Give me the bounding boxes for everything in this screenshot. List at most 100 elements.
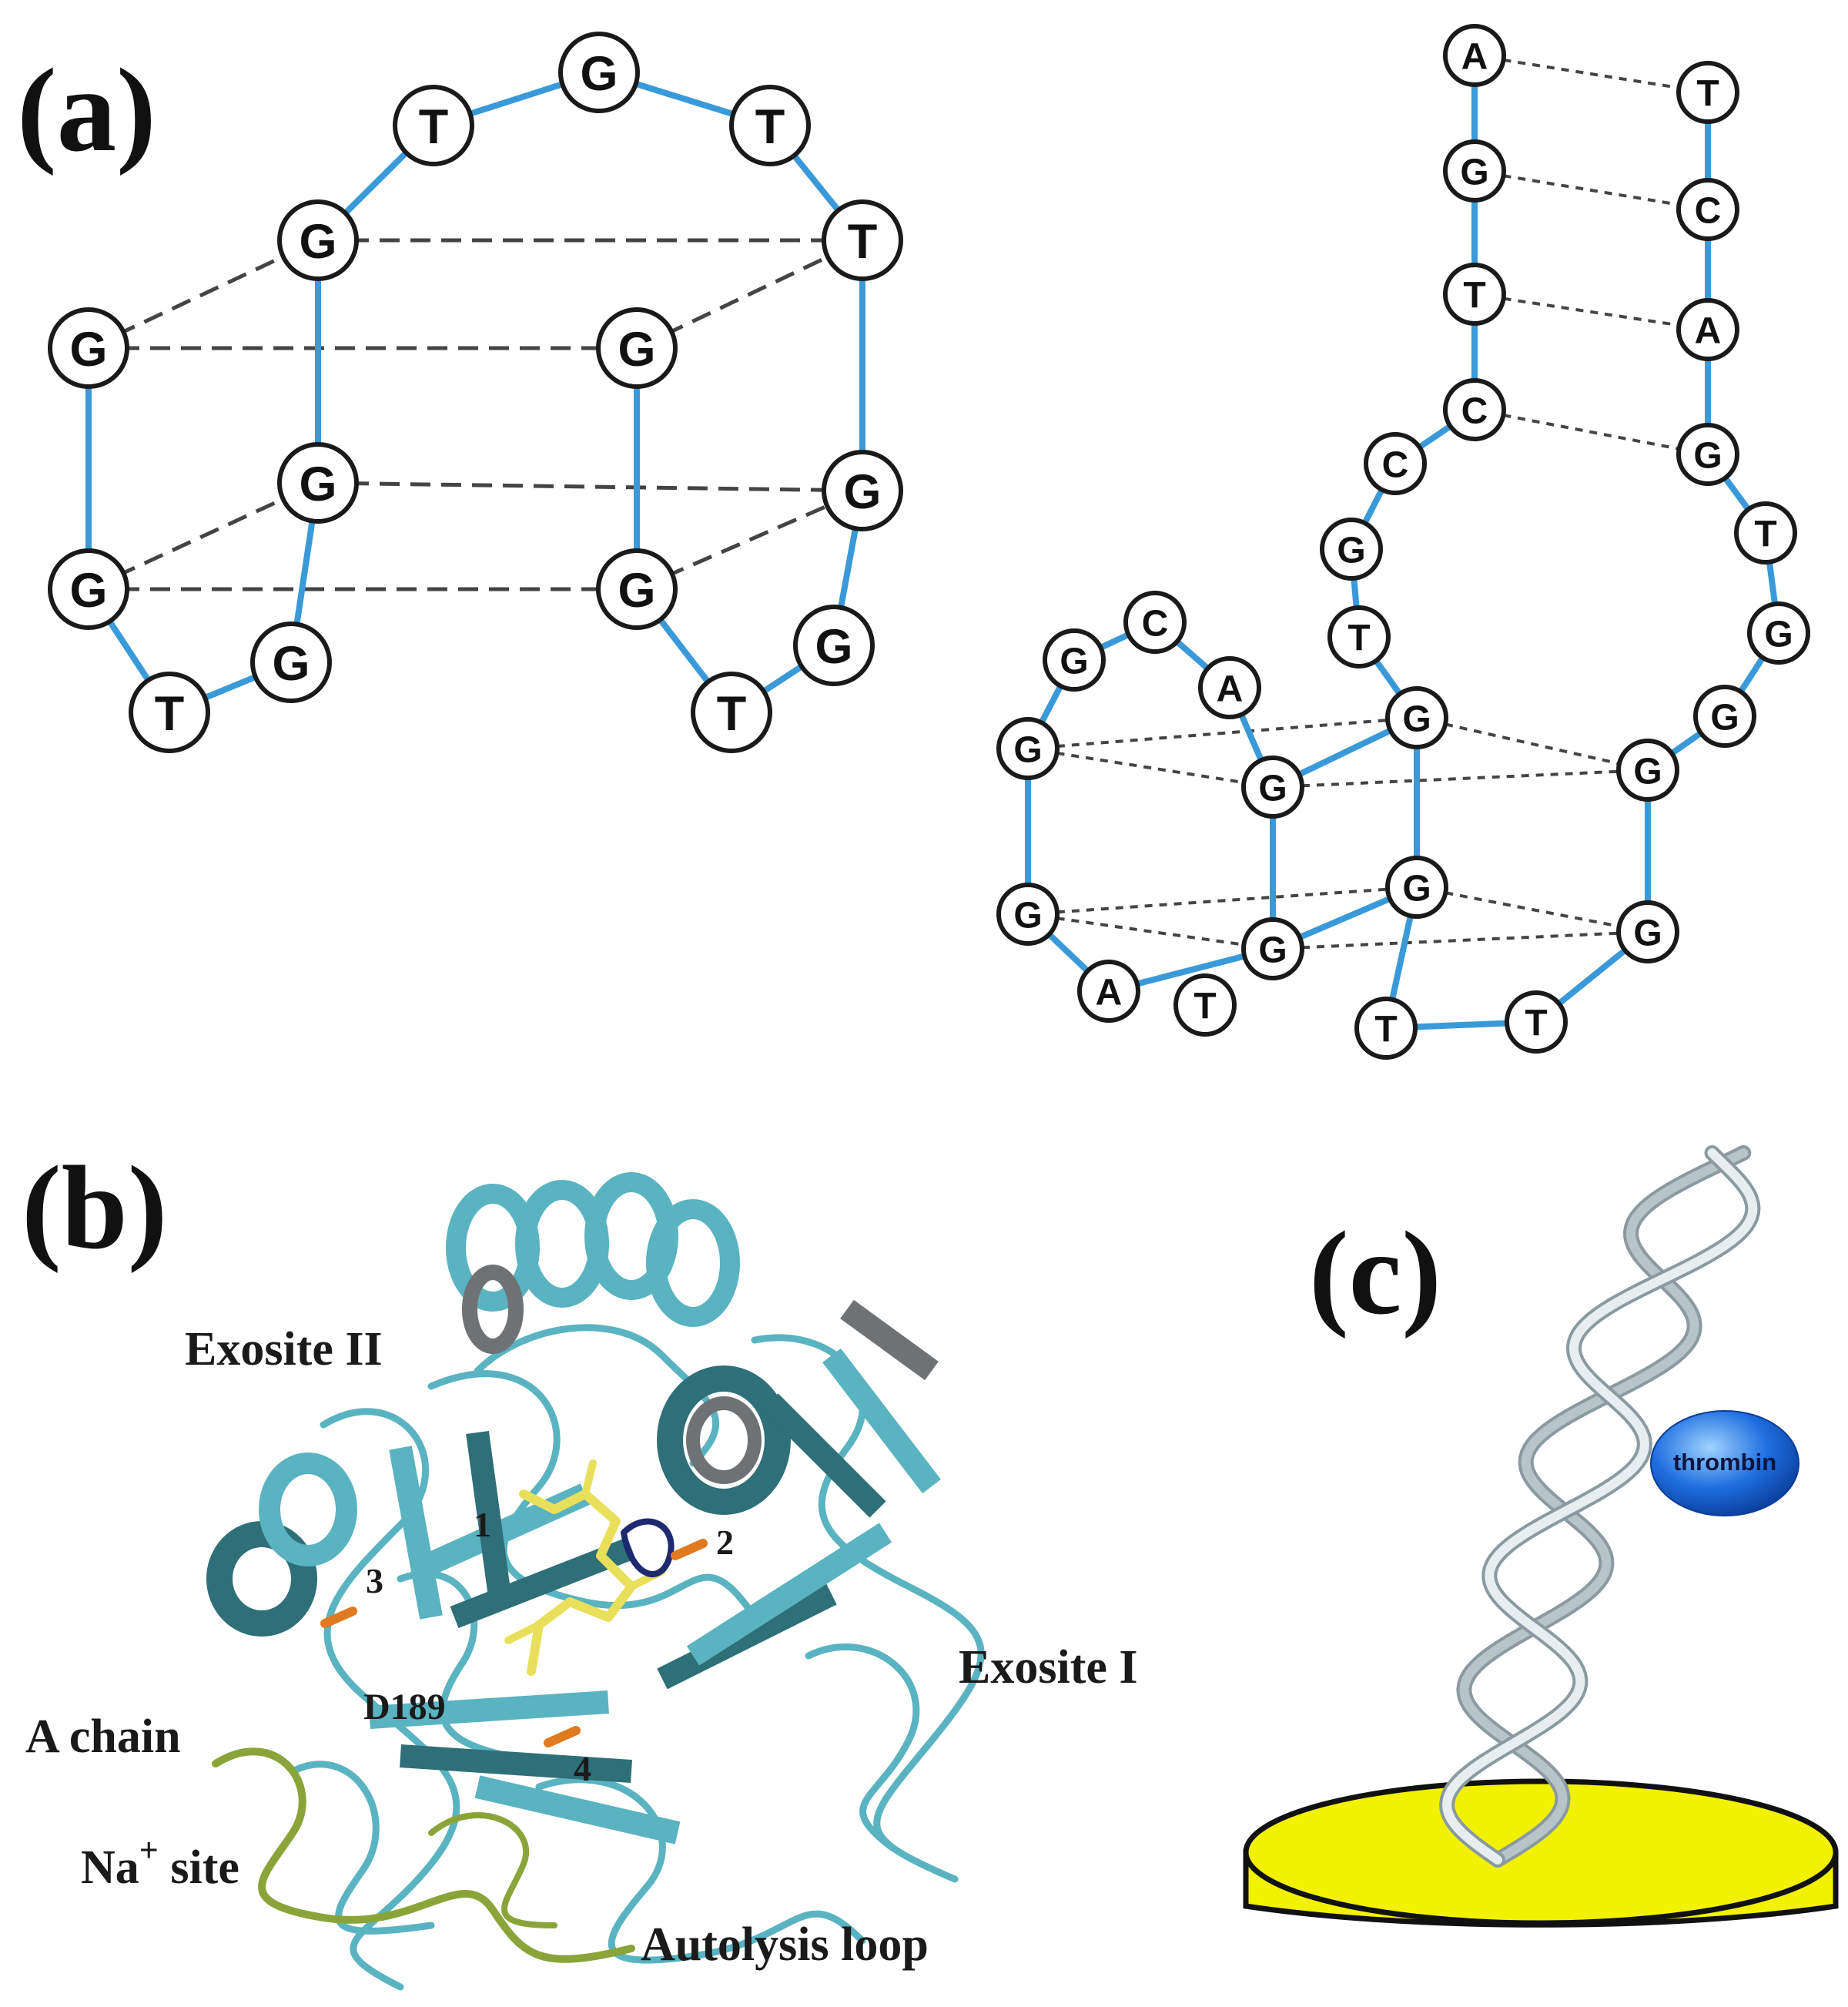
- nucleotide-letter: C: [1142, 604, 1169, 645]
- beta-strand: [686, 1523, 892, 1666]
- nucleotide-circle: [1327, 605, 1391, 668]
- thrombin-ribbon-structure: Exosite II Exosite I A chain Na+ site Au…: [25, 1172, 1138, 1991]
- nucleotide-g: G: [1043, 628, 1106, 692]
- backbone-strand: [85, 69, 865, 715]
- nucleotide-circle: [1043, 628, 1106, 692]
- nucleotide-circle: [996, 883, 1060, 946]
- nucleotide-a: A: [1198, 656, 1261, 719]
- nucleotide-g: G: [822, 450, 903, 531]
- nucleotide-t: T: [129, 672, 210, 753]
- thrombin-molecule: thrombin: [1650, 1410, 1799, 1516]
- nucleotide-circle: [558, 32, 640, 113]
- pair-line: [1474, 408, 1709, 456]
- thrombin-blob: [1650, 1410, 1799, 1516]
- label-na-site: Na+ site: [81, 1831, 239, 1894]
- nucleotide-circle: [1241, 917, 1304, 980]
- nucleotide-letter: T: [717, 687, 746, 741]
- nucleotide-letter: G: [1633, 913, 1662, 954]
- nucleotide-t: T: [1327, 605, 1391, 668]
- nucleotide-circle: [277, 442, 359, 524]
- nucleotide-circle: [1385, 686, 1448, 749]
- nucleotide-t: T: [822, 199, 903, 281]
- helix-turn: [462, 1265, 524, 1354]
- nucleotide-t: T: [691, 672, 772, 753]
- pair-line: [317, 481, 863, 493]
- nucleotide-t: T: [729, 85, 811, 166]
- nucleotide-g: G: [277, 199, 359, 281]
- nucleotide-letter: T: [755, 100, 785, 154]
- nucleotide-letter: G: [69, 564, 107, 618]
- panel-label-c: (c): [1309, 1207, 1441, 1339]
- pair-line: [1416, 716, 1649, 772]
- nucleotide-circle: [1198, 656, 1261, 719]
- nucleotide-letter: G: [1258, 930, 1287, 971]
- nucleotide-circle: [1077, 960, 1140, 1023]
- label-site-2: 2: [716, 1523, 734, 1562]
- nucleotide-circle: [1747, 601, 1810, 665]
- aptamer-helix: [1439, 1145, 1761, 1868]
- nucleotide-g: G: [48, 548, 129, 630]
- nucleotide-letter: T: [1194, 987, 1216, 1027]
- beta-strand: [762, 1393, 886, 1518]
- side-chain: [320, 1607, 357, 1628]
- nucleotide-circle: [822, 450, 903, 531]
- nucleotide-circle: [1173, 973, 1237, 1037]
- beta-strand: [369, 1690, 609, 1729]
- nucleotide-letter: G: [1013, 896, 1042, 936]
- helix-turn: [686, 1396, 762, 1484]
- nucleotide-circle: [393, 85, 474, 166]
- nucleotide-g: G: [1676, 423, 1739, 486]
- nucleotide-letter: C: [1695, 191, 1722, 232]
- nucleotide-circle: [822, 199, 903, 281]
- nucleotide-a: A: [1676, 298, 1739, 361]
- nucleotide-g: G: [1616, 739, 1679, 802]
- a-chain-coil: [212, 1747, 635, 1963]
- nucleotide-circle: [1364, 432, 1427, 495]
- nucleotide-g: G: [793, 605, 875, 686]
- pair-line: [635, 488, 864, 591]
- ribbon-segment: [474, 1324, 720, 1467]
- backbone-left: [85, 69, 865, 715]
- nucleotide-letter: T: [1463, 276, 1485, 317]
- nucleotide-circle: [996, 717, 1060, 780]
- nucleotide-letter: T: [1374, 1010, 1397, 1050]
- nucleotide-letter: G: [618, 323, 655, 377]
- nucleotide-t: T: [1443, 263, 1506, 326]
- pair-line: [1027, 913, 1274, 950]
- nucleotide-letter: C: [1382, 445, 1409, 486]
- nucleotide-circle: [793, 605, 875, 686]
- nucleotide-letter: G: [1764, 615, 1793, 655]
- nucleotide-letter: G: [1710, 698, 1739, 739]
- pair-line: [87, 238, 320, 350]
- nucleotide-c: C: [1676, 178, 1739, 241]
- nucleotide-circle: [691, 672, 772, 753]
- base-pairs-right: [1027, 54, 1709, 950]
- beta-strand: [389, 1446, 443, 1620]
- na-site-suffix: site: [159, 1841, 239, 1894]
- nucleotide-letter: A: [1461, 37, 1488, 78]
- nucleotide-circle: [1616, 739, 1679, 802]
- nucleotide-circle: [1676, 178, 1739, 241]
- nucleotide-g: G: [48, 307, 129, 389]
- backbone-strand: [1025, 619, 1418, 994]
- nucleotide-g: G: [1241, 917, 1304, 980]
- helix-strand: [1442, 1148, 1758, 1865]
- nucleotide-circle: [1443, 378, 1506, 441]
- nucleotide-letter: C: [1461, 391, 1488, 432]
- pair-line: [1416, 886, 1649, 933]
- nucleotide-letter: G: [299, 457, 336, 511]
- nucleotide-circle: [1354, 997, 1418, 1060]
- nucleotide-letter: G: [1013, 730, 1042, 771]
- nucleotide-letter: G: [69, 323, 107, 377]
- nucleotide-letter: T: [848, 215, 877, 269]
- nucleotide-letter: A: [1695, 311, 1722, 352]
- side-chain: [544, 1726, 581, 1747]
- label-a-chain: A chain: [25, 1710, 181, 1763]
- nucleotide-letter: A: [1217, 669, 1244, 710]
- nucleotide-letter: G: [618, 564, 655, 618]
- nucleotide-c: C: [1443, 378, 1506, 441]
- side-chain: [671, 1539, 708, 1560]
- nucleotide-circle: [1676, 423, 1739, 486]
